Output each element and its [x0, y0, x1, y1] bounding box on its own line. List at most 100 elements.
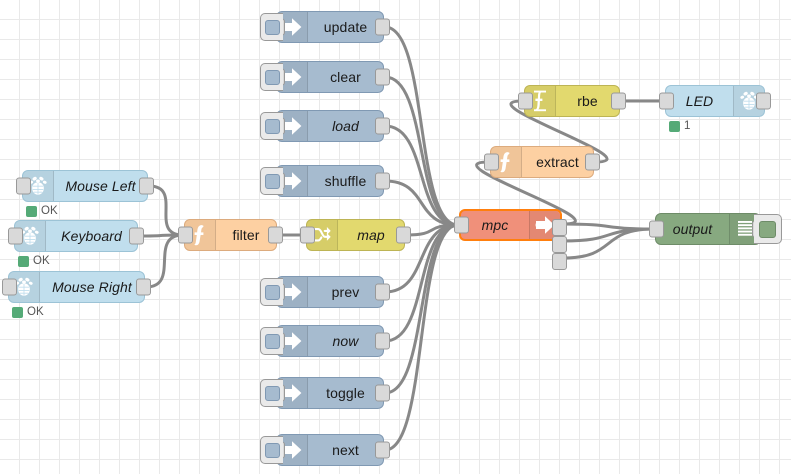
- node-mpc[interactable]: mpc: [454, 209, 567, 270]
- debug-toggle-button-output[interactable]: [754, 214, 782, 244]
- node-rbe[interactable]: rbe: [518, 85, 626, 117]
- node-update[interactable]: update: [260, 11, 390, 43]
- inject-button-update[interactable]: [260, 13, 283, 41]
- node-label-output: output: [672, 221, 713, 237]
- node-prev[interactable]: prev: [260, 276, 390, 308]
- wire-map-to-mpc[interactable]: [404, 223, 460, 237]
- output-port-mpc-0[interactable]: [552, 219, 567, 236]
- node-label-update: update: [323, 19, 368, 35]
- output-port-update[interactable]: [375, 18, 390, 36]
- node-label-load: load: [332, 118, 359, 134]
- node-label-rbe: rbe: [577, 93, 598, 109]
- output-port-shuffle[interactable]: [375, 172, 390, 190]
- status-dot: [26, 205, 37, 217]
- node-extract[interactable]: extract: [484, 146, 600, 178]
- node-label-next: next: [332, 442, 359, 458]
- wire-mpc-to-output[interactable]: [561, 227, 656, 243]
- inject-button-clear[interactable]: [260, 63, 283, 91]
- inject-button-swatch: [264, 333, 280, 349]
- input-port-mouse-left[interactable]: [16, 177, 31, 195]
- output-port-rbe[interactable]: [611, 92, 626, 110]
- inject-button-swatch: [264, 284, 280, 300]
- node-label-extract: extract: [536, 154, 579, 170]
- node-label-map: map: [357, 227, 385, 243]
- status-mouse-right: OK: [12, 306, 44, 318]
- input-port-rbe[interactable]: [518, 92, 533, 110]
- wire-update-to-mpc[interactable]: [383, 25, 460, 227]
- input-port-keyboard[interactable]: [8, 227, 23, 245]
- inject-button-shuffle[interactable]: [260, 167, 283, 195]
- output-port-extract[interactable]: [585, 153, 600, 171]
- raspberry-pi-icon: [15, 221, 46, 251]
- status-keyboard: OK: [18, 255, 50, 267]
- inject-button-toggle[interactable]: [260, 379, 283, 407]
- node-clear[interactable]: clear: [260, 61, 390, 93]
- wire-mpc-to-output[interactable]: [561, 222, 656, 231]
- node-label-filter: filter: [232, 227, 260, 243]
- output-port-now[interactable]: [375, 332, 390, 350]
- wire-keyboard-to-filter[interactable]: [137, 233, 185, 238]
- input-port-filter[interactable]: [178, 226, 193, 244]
- output-port-mpc-1[interactable]: [552, 236, 567, 253]
- node-label-prev: prev: [331, 284, 360, 300]
- inject-button-swatch: [264, 385, 280, 401]
- output-port-mpc-2[interactable]: [552, 253, 567, 270]
- inject-button-next[interactable]: [260, 436, 283, 464]
- inject-button-swatch: [264, 19, 280, 35]
- wire-mpc-to-output[interactable]: [561, 227, 656, 260]
- output-port-toggle[interactable]: [375, 384, 390, 402]
- status-dot: [18, 255, 29, 267]
- status-text: OK: [27, 306, 44, 318]
- inject-button-now[interactable]: [260, 327, 283, 355]
- output-port-mouse-left[interactable]: [139, 177, 154, 195]
- node-output[interactable]: output: [649, 213, 782, 245]
- wire-next-to-mpc[interactable]: [383, 223, 460, 452]
- input-port-mpc[interactable]: [454, 216, 469, 234]
- node-label-keyboard: Keyboard: [61, 228, 122, 244]
- inject-button-swatch: [264, 173, 280, 189]
- node-label-clear: clear: [330, 69, 361, 85]
- node-label-shuffle: shuffle: [324, 173, 367, 189]
- output-port-load[interactable]: [375, 117, 390, 135]
- node-label-mouse-left: Mouse Left: [65, 178, 136, 194]
- input-port-map[interactable]: [300, 226, 315, 244]
- node-toggle[interactable]: toggle: [260, 377, 390, 409]
- node-filter[interactable]: filter: [178, 219, 283, 251]
- wire-load-to-mpc[interactable]: [383, 124, 460, 227]
- wire-clear-to-mpc[interactable]: [383, 75, 460, 227]
- output-port-led[interactable]: [756, 92, 771, 110]
- status-text: OK: [41, 205, 58, 217]
- node-label-mouse-right: Mouse Right: [52, 279, 132, 295]
- node-shuffle[interactable]: shuffle: [260, 165, 390, 197]
- inject-button-swatch: [264, 442, 280, 458]
- inject-button-prev[interactable]: [260, 278, 283, 306]
- node-next[interactable]: next: [260, 434, 390, 466]
- input-port-mouse-right[interactable]: [2, 278, 17, 296]
- output-port-next[interactable]: [375, 441, 390, 459]
- output-port-filter[interactable]: [268, 226, 283, 244]
- node-now[interactable]: now: [260, 325, 390, 357]
- input-port-extract[interactable]: [484, 153, 499, 171]
- status-text: OK: [33, 255, 50, 267]
- output-port-clear[interactable]: [375, 68, 390, 86]
- node-load[interactable]: load: [260, 110, 390, 142]
- node-map[interactable]: map: [300, 219, 411, 251]
- inject-button-load[interactable]: [260, 112, 283, 140]
- output-port-mouse-right[interactable]: [136, 278, 151, 296]
- input-port-output[interactable]: [649, 220, 664, 238]
- output-port-prev[interactable]: [375, 283, 390, 301]
- node-label-toggle: toggle: [326, 385, 365, 401]
- wire-mouse-right-to-filter[interactable]: [144, 233, 185, 289]
- output-port-keyboard[interactable]: [129, 227, 144, 245]
- output-port-map[interactable]: [396, 226, 411, 244]
- status-dot: [12, 306, 23, 318]
- input-port-led[interactable]: [659, 92, 674, 110]
- node-label-now: now: [332, 333, 359, 349]
- raspberry-pi-icon: [23, 171, 54, 201]
- status-led: 1: [669, 120, 690, 132]
